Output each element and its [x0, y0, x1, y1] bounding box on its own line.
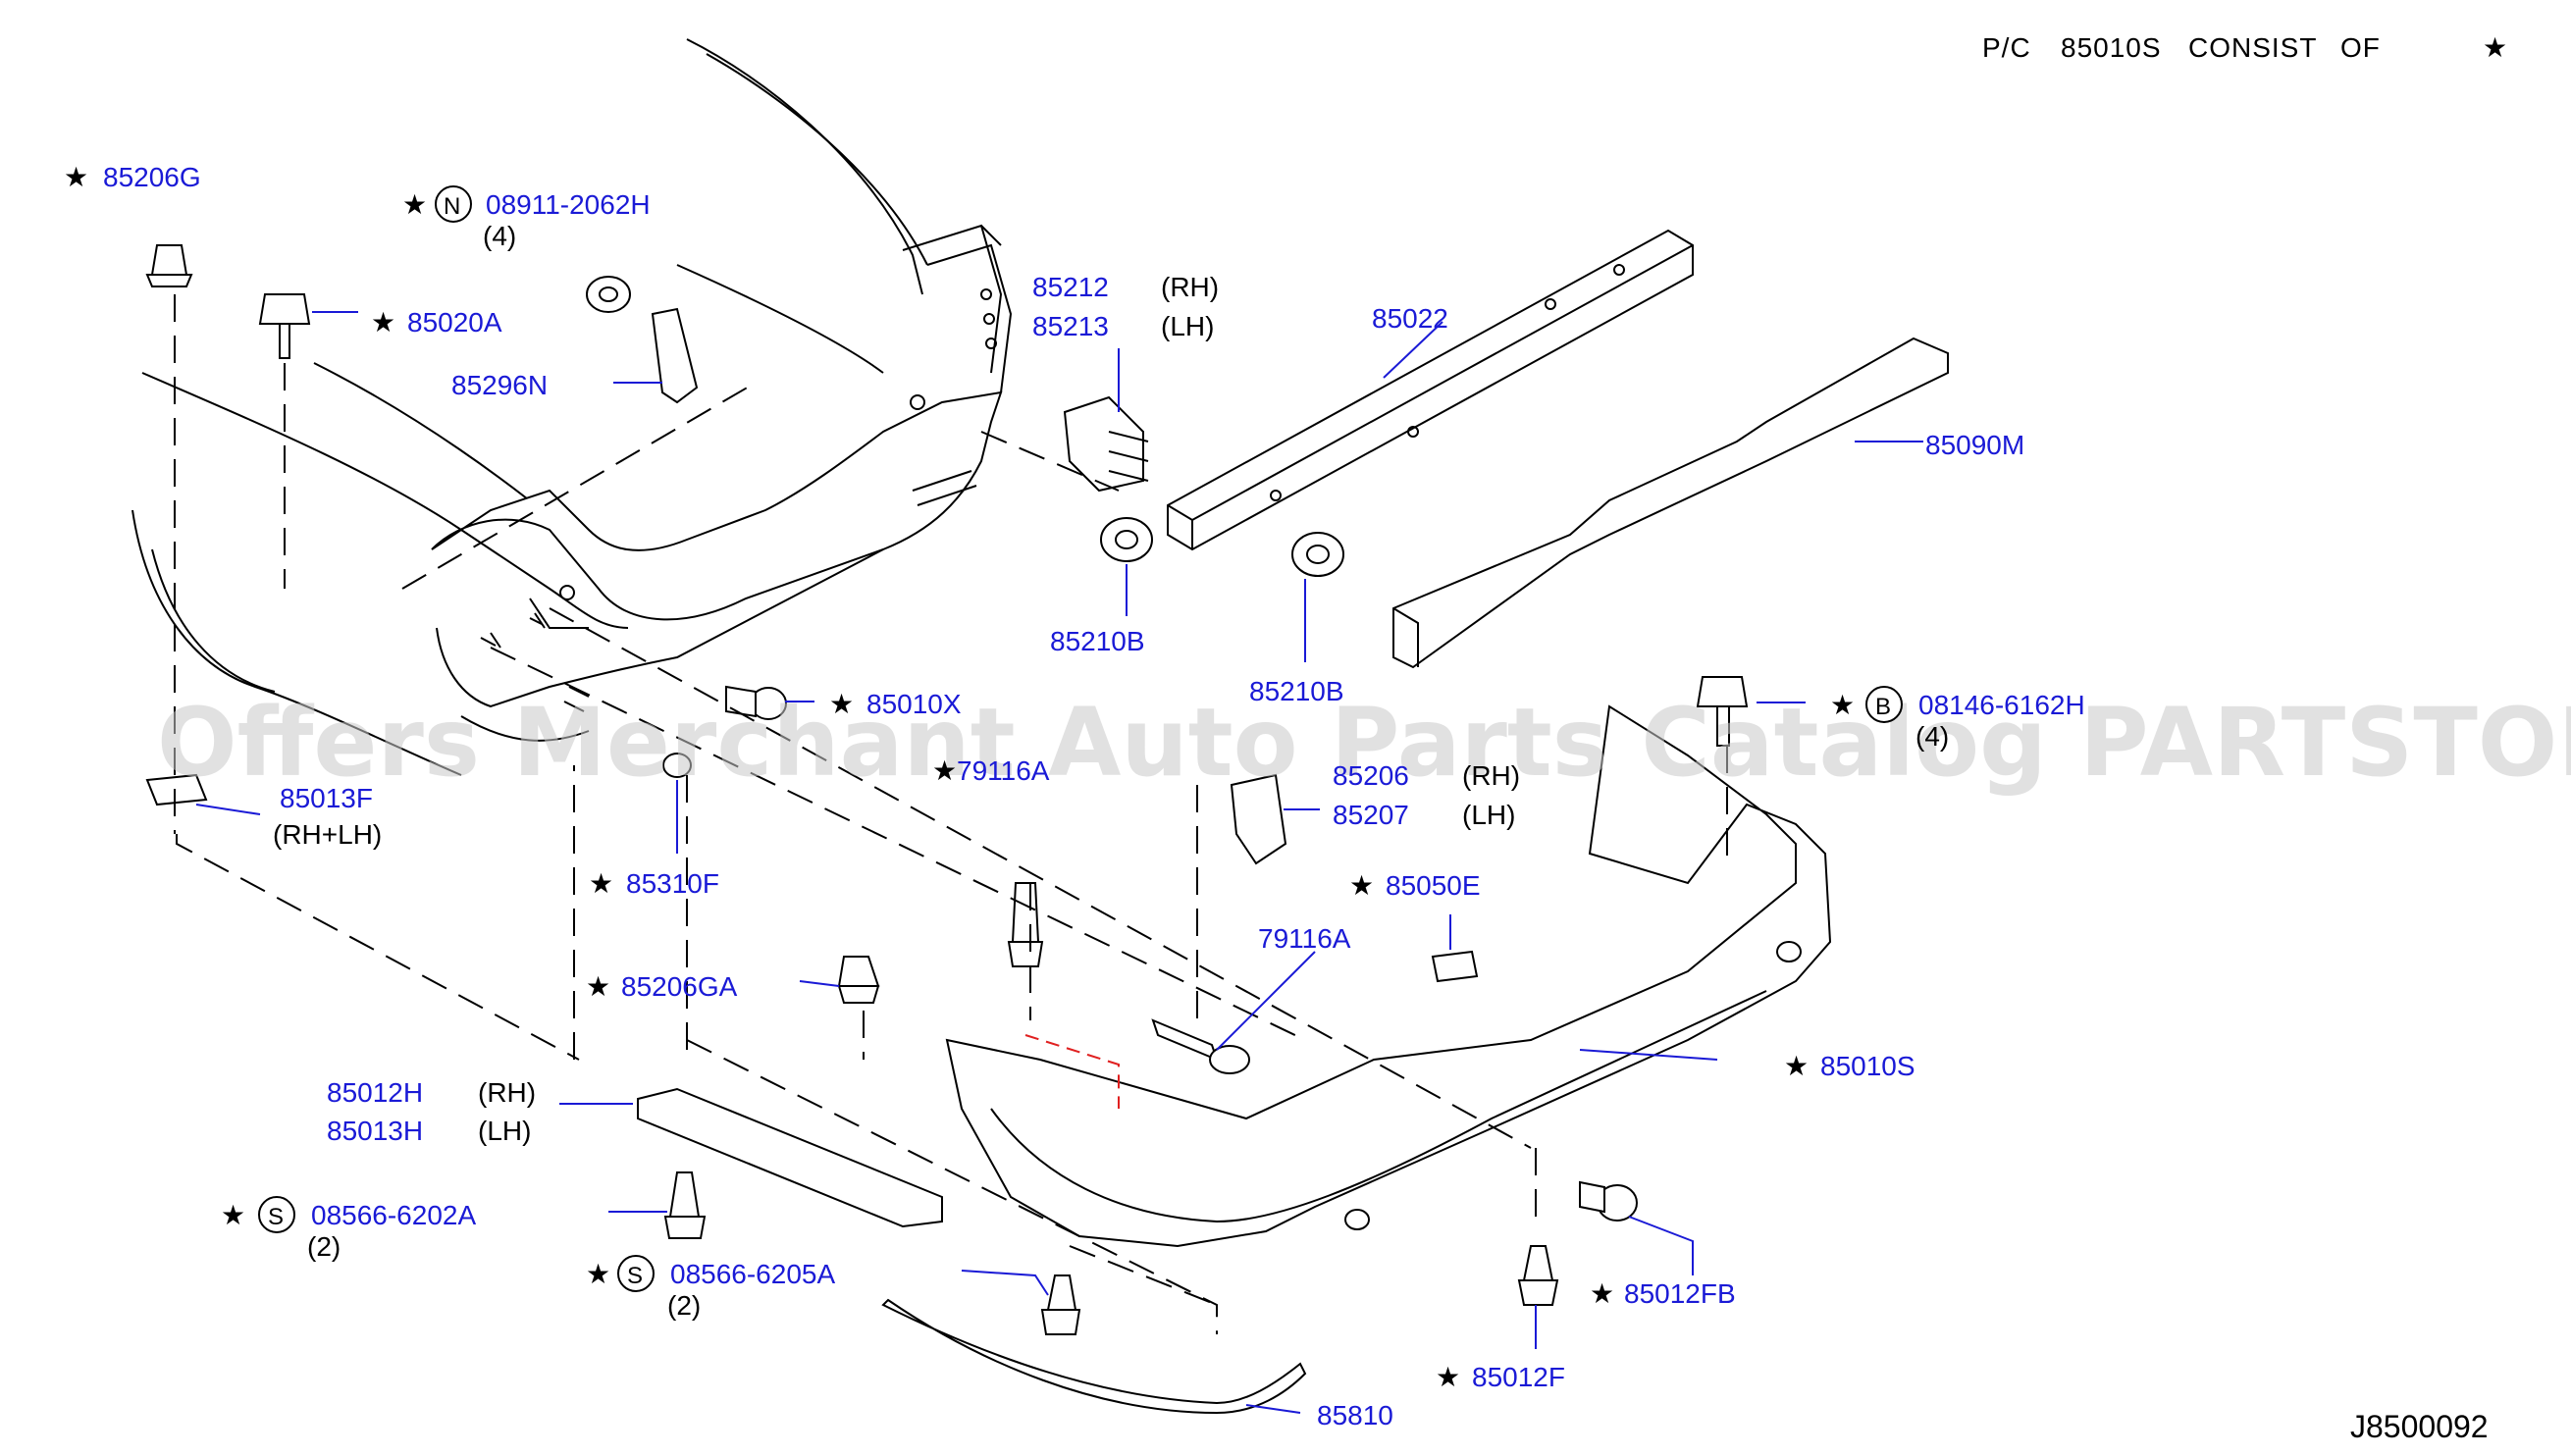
mark-N: N — [444, 193, 460, 220]
star-mark: ★ — [1436, 1362, 1460, 1392]
part-label-85207[interactable]: 85207 — [1333, 800, 1409, 830]
part-label-85013F[interactable]: 85013F — [280, 783, 373, 813]
part-label-85013H[interactable]: 85013H — [327, 1116, 423, 1146]
part-label-85020A[interactable]: 85020A — [407, 307, 502, 338]
part-label-85010X[interactable]: 85010X — [866, 689, 962, 719]
side-85206: (RH) — [1462, 760, 1520, 791]
side-85013F: (RH+LH) — [273, 819, 382, 850]
part-label-08566-6205A[interactable]: 08566-6205A — [670, 1259, 835, 1289]
part-label-85296N[interactable]: 85296N — [451, 370, 548, 400]
header-code: 85010S — [2061, 32, 2162, 63]
header-pc: P/C — [1982, 32, 2031, 63]
part-label-85012F[interactable]: 85012F — [1472, 1362, 1565, 1392]
side-85207: (LH) — [1462, 800, 1515, 830]
assembly-dash-lines — [174, 294, 1728, 1334]
leader-lines — [195, 311, 1923, 1414]
star-mark: ★ — [932, 755, 957, 786]
highlight-dash — [1024, 1034, 1120, 1109]
mark-circle-S — [617, 1255, 655, 1292]
part-label-85212[interactable]: 85212 — [1032, 272, 1109, 302]
star-mark: ★ — [586, 1259, 610, 1289]
header-consist: CONSIST — [2188, 32, 2317, 63]
part-label-85090M[interactable]: 85090M — [1925, 430, 2024, 460]
header-of: OF — [2340, 32, 2381, 63]
part-shapes — [145, 229, 1949, 1415]
star-mark: ★ — [586, 971, 610, 1002]
side-85213: (LH) — [1161, 311, 1214, 341]
mark-circle-N — [435, 185, 472, 223]
diagram-id: J8500092 — [2350, 1409, 2489, 1444]
header-star: ★ — [2483, 32, 2508, 63]
part-label-08146-6162H[interactable]: 08146-6162H — [1918, 690, 2085, 720]
part-label-85206[interactable]: 85206 — [1333, 760, 1409, 791]
star-mark: ★ — [64, 162, 88, 192]
part-label-85210B[interactable]: 85210B — [1050, 626, 1145, 656]
header: P/C 85010S CONSIST OF ★ — [1982, 32, 2508, 63]
mark-circle-S — [258, 1196, 295, 1233]
part-label-85206G[interactable]: 85206G — [103, 162, 201, 192]
part-label-85213[interactable]: 85213 — [1032, 311, 1109, 341]
part-label-85050E[interactable]: 85050E — [1386, 870, 1481, 901]
mark-S: S — [268, 1204, 284, 1230]
side-85212: (RH) — [1161, 272, 1219, 302]
part-label-79116A[interactable]: 79116A — [1258, 923, 1351, 954]
star-mark: ★ — [371, 307, 395, 338]
part-label-08566-6202A[interactable]: 08566-6202A — [311, 1200, 476, 1230]
part-label-85012FB[interactable]: 85012FB — [1624, 1278, 1736, 1309]
star-mark: ★ — [829, 689, 854, 719]
mark-circle-B — [1865, 686, 1903, 723]
part-label-85022[interactable]: 85022 — [1372, 303, 1448, 334]
star-mark: ★ — [402, 189, 427, 220]
mark-S: S — [627, 1263, 643, 1289]
part-label-79116A[interactable]: 79116A — [957, 755, 1050, 786]
qty-08911: (4) — [483, 221, 516, 251]
qty-08566-6202A: (2) — [307, 1231, 341, 1262]
star-mark: ★ — [589, 868, 613, 899]
part-label-85012H[interactable]: 85012H — [327, 1077, 423, 1108]
watermark: Offers Merchant Auto Parts Catalog PARTS… — [157, 688, 2571, 798]
star-mark: ★ — [1590, 1278, 1614, 1309]
qty-08566-6205A: (2) — [667, 1290, 701, 1321]
part-label-85810[interactable]: 85810 — [1317, 1400, 1393, 1430]
part-label-85206GA[interactable]: 85206GA — [621, 971, 738, 1002]
part-label-85310F[interactable]: 85310F — [626, 868, 719, 899]
mark-B: B — [1875, 694, 1891, 720]
star-mark: ★ — [1349, 870, 1374, 901]
part-label-08911-2062H[interactable]: 08911-2062H — [486, 189, 651, 220]
vehicle-body-outline — [131, 38, 1013, 776]
qty-08146: (4) — [1915, 721, 1949, 752]
side-85013H: (LH) — [478, 1116, 531, 1146]
star-mark: ★ — [1830, 690, 1855, 720]
star-mark: ★ — [221, 1200, 245, 1230]
star-mark: ★ — [1784, 1051, 1809, 1081]
side-85012H: (RH) — [478, 1077, 536, 1108]
part-label-85010S[interactable]: 85010S — [1820, 1051, 1915, 1081]
part-label-85210B[interactable]: 85210B — [1249, 676, 1344, 706]
